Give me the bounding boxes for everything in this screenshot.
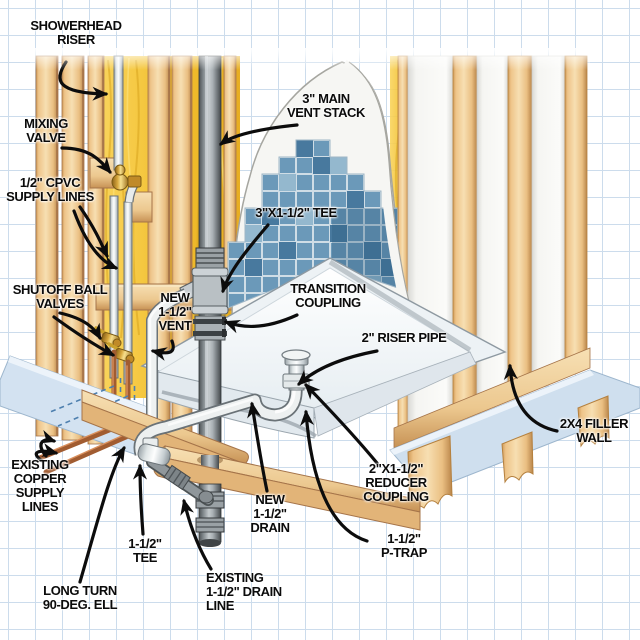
label-riser-pipe-2in: 2" RISER PIPE	[361, 330, 447, 345]
joist-tail	[577, 395, 610, 448]
arrow-new-drain	[247, 401, 269, 493]
arrow-cpvc-1	[78, 205, 109, 259]
arrow-tee-112	[132, 463, 148, 536]
arrow-cpvc-2	[72, 209, 119, 270]
arrow-transition-coupling	[223, 313, 299, 334]
pan-apron	[313, 351, 477, 437]
label-filler-wall: 2X4 FILLER WALL	[559, 416, 629, 445]
pipe-coupling	[195, 517, 225, 533]
joist-tail	[501, 431, 534, 484]
arrow-copper-2	[34, 443, 59, 463]
transition-coupling-fitting	[193, 315, 227, 341]
stud	[35, 55, 59, 437]
label-cpvc-supply-lines: 1/2" CPVC SUPPLY LINES	[6, 175, 94, 204]
left-wall-studs	[35, 55, 237, 445]
arrow-riser-pipe-2in	[297, 349, 379, 386]
label-new-vent: NEW 1-1/2" VENT	[158, 290, 192, 333]
existing-drain-pipe	[146, 456, 214, 506]
label-existing-drain: EXISTING 1-1/2" DRAIN LINE	[206, 570, 282, 613]
label-showerhead-riser: SHOWERHEAD RISER	[30, 18, 122, 47]
arrow-mixing-valve	[60, 146, 112, 174]
main-vent-stack-pipe	[146, 55, 229, 457]
label-existing-copper: EXISTING COPPER SUPPLY LINES	[11, 457, 69, 514]
label-mixing-valve: MIXING VALVE	[24, 116, 68, 145]
arrow-tee-3x112	[220, 223, 270, 294]
new-vent-pipe	[146, 288, 189, 446]
arrow-existing-drain	[180, 498, 213, 571]
pipe-coupling	[195, 247, 225, 269]
arrow-filler-wall	[503, 363, 559, 433]
stud	[61, 55, 85, 441]
label-tee-112: 1-1/2" TEE	[128, 536, 162, 565]
right-subfloor	[389, 369, 640, 514]
arrow-reducer-coupling	[304, 383, 379, 465]
pan-edge-trim	[328, 259, 472, 353]
top-fade	[30, 48, 590, 70]
arrow-shutoff-2	[52, 315, 116, 357]
torn-edge-band	[341, 59, 416, 327]
arrow-p-trap	[300, 409, 369, 543]
label-tee-3x112: 3"X1-1/2" TEE	[255, 205, 337, 220]
label-reducer-coupling: 2"X1-1/2" REDUCER COUPLING	[363, 461, 429, 504]
drain-assembly	[133, 349, 311, 506]
label-new-drain: NEW 1-1/2" DRAIN	[250, 492, 290, 535]
arrow-shutoff-1	[58, 311, 102, 341]
tee-fitting-112	[137, 437, 171, 466]
label-transition-coupling: TRANSITION COUPLING	[290, 281, 366, 310]
callout-arrows	[34, 60, 559, 584]
wall-bottom-plate	[393, 347, 591, 449]
label-main-vent-stack: 3" MAIN VENT STACK	[286, 91, 366, 120]
label-long-turn-ell: LONG TURN 90-DEG. ELL	[42, 583, 118, 612]
riser-and-reducer	[281, 349, 311, 391]
arrow-new-vent	[150, 339, 175, 361]
label-shutoff-ball-valves: SHUTOFF BALL VALVES	[12, 282, 108, 311]
arrow-long-turn-ell	[78, 445, 126, 584]
arrow-main-vent-stack	[219, 123, 299, 146]
mixing-valve-fitting	[111, 164, 142, 203]
label-p-trap: 1-1/2" P-TRAP	[381, 531, 427, 560]
